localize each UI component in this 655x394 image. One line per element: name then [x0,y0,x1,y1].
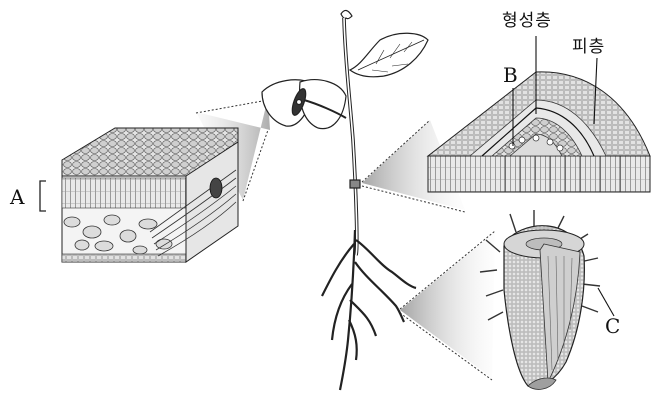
label-c-leader [598,288,614,316]
root-tip-section-icon [480,210,600,389]
label-a: A [10,187,24,207]
label-cambium: 형성층 [502,13,552,30]
label-c: C [605,316,620,336]
stem-cross-section-icon [428,72,650,192]
seedling-plant-icon [262,10,428,390]
label-b: B [503,65,518,85]
leaf-cross-section-icon [62,128,238,262]
label-cortex: 피층 [572,39,605,56]
root-magnifier-cone [400,231,495,380]
label-a-bracket [40,181,46,211]
